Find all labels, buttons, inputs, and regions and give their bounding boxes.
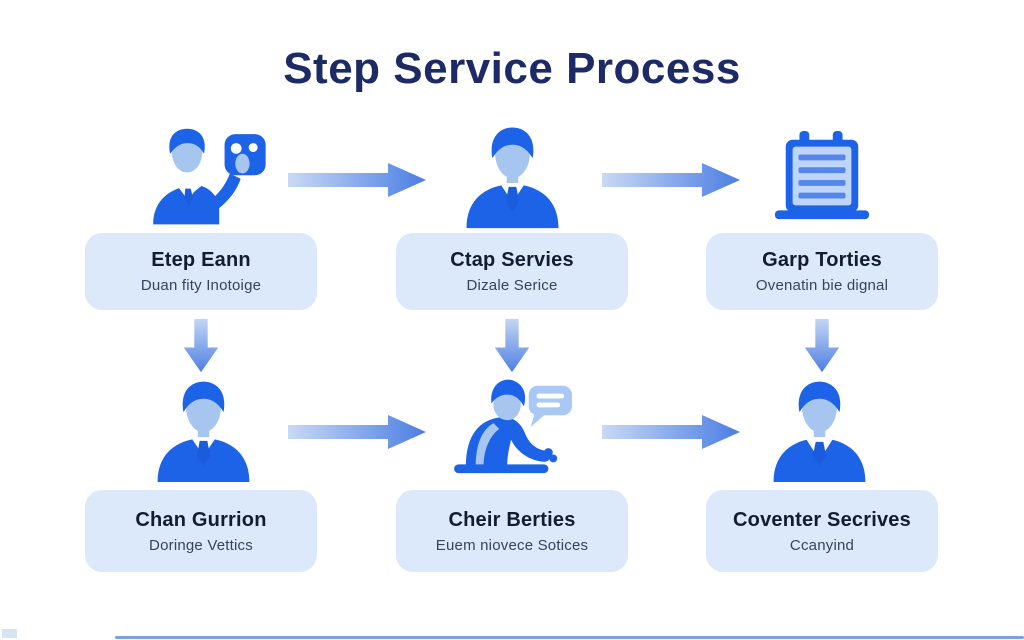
step-card-6: Coventer Secrives Ccanyind [706, 490, 938, 572]
step-subtitle: Doringe Vettics [149, 536, 253, 554]
person-holding-mask-icon [146, 116, 271, 230]
step-subtitle: Dizale Serice [466, 277, 558, 294]
step-subtitle: Duan fity Inotoige [140, 277, 262, 294]
consultant-chat-icon [450, 374, 578, 482]
down-arrow-icon [180, 318, 222, 380]
businessman-icon [146, 372, 261, 482]
businessman-icon [762, 372, 877, 482]
corner-artifact [2, 629, 17, 638]
bottom-divider-line [115, 636, 1024, 639]
step-subtitle: Ccanyind [789, 536, 855, 554]
right-arrow-icon [602, 158, 742, 207]
step-title: Etep Eann [151, 249, 251, 271]
step-subtitle: Euem niovece Sotices [435, 536, 589, 554]
step-title: Chan Gurrion [135, 508, 267, 531]
step-title: Ctap Servies [450, 249, 574, 271]
step-card-4: Chan Gurrion Doringe Vettics [85, 490, 317, 572]
step-card-3: Garp Torties Ovenatin bie dignal [706, 233, 938, 310]
step-card-1: Etep Eann Duan fity Inotoige [85, 233, 317, 310]
businessman-icon [455, 116, 570, 230]
right-arrow-icon [288, 158, 428, 207]
step-title: Garp Torties [762, 249, 882, 271]
right-arrow-icon [288, 410, 428, 459]
step-card-5: Cheir Berties Euem niovece Sotices [396, 490, 628, 572]
step-card-2: Ctap Servies Dizale Serice [396, 233, 628, 310]
step-title: Coventer Secrives [733, 508, 911, 531]
presentation-board-icon [766, 128, 878, 226]
down-arrow-icon [801, 318, 843, 380]
down-arrow-icon [491, 318, 533, 380]
right-arrow-icon [602, 410, 742, 459]
step-title: Cheir Berties [448, 508, 576, 531]
page-title: Step Service Process [283, 44, 741, 93]
step-subtitle: Ovenatin bie dignal [755, 277, 889, 294]
